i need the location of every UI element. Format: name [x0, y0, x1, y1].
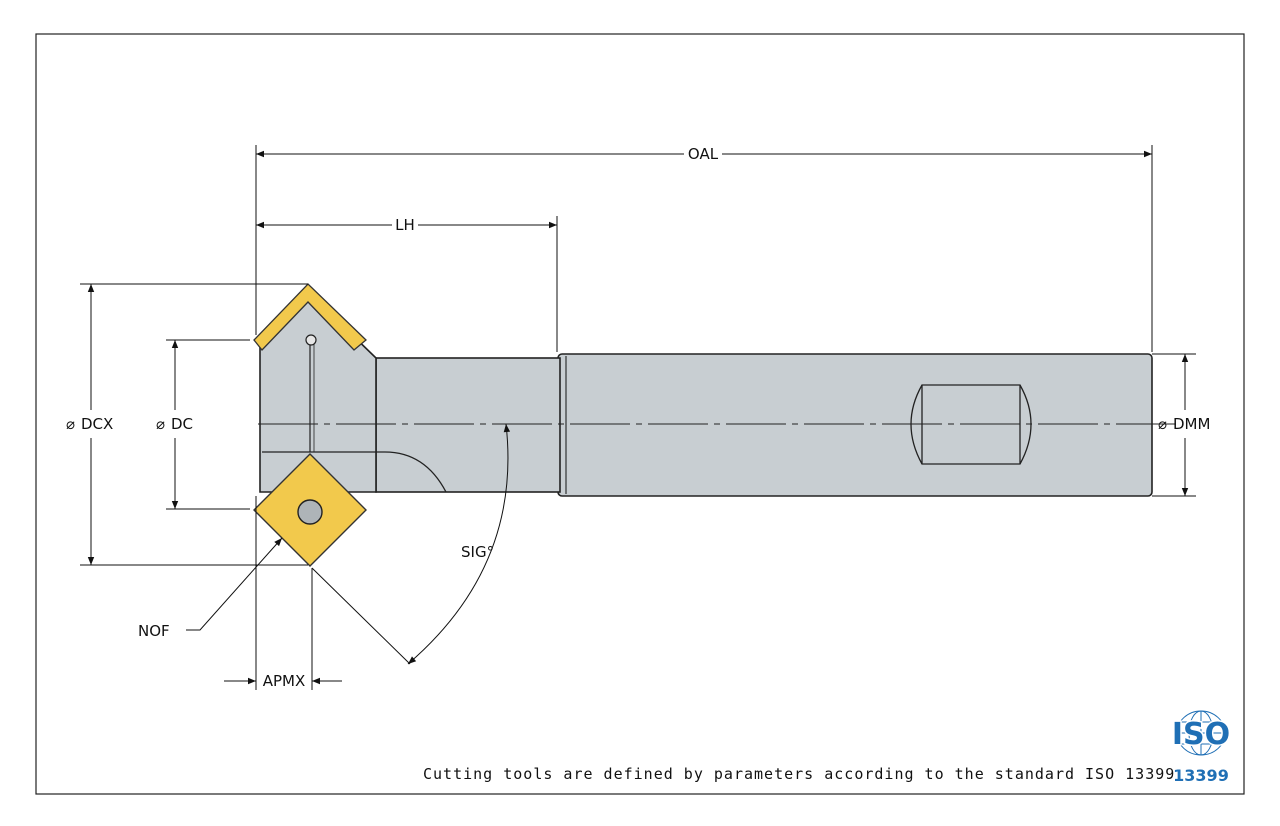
diameter-symbol: ⌀	[66, 415, 75, 433]
tool-body	[259, 290, 1153, 497]
neck	[375, 357, 561, 493]
globe-icon	[1176, 710, 1226, 756]
logo-number-text: 13399	[1173, 766, 1229, 785]
label-oal: OAL	[688, 145, 719, 163]
dimension-lh: LH	[256, 216, 558, 352]
dimension-dcx: ⌀ DCX	[66, 283, 308, 566]
dimension-oal: OAL	[255, 145, 1153, 352]
label-apmx: APMX	[263, 672, 306, 690]
label-dcx: DCX	[81, 415, 113, 433]
dimension-dmm: ⌀ DMM	[1152, 353, 1210, 497]
iso-13399-logo: ISO 13399	[1170, 710, 1232, 785]
label-dc: DC	[171, 415, 193, 433]
label-dmm: DMM	[1173, 415, 1210, 433]
label-lh: LH	[395, 216, 415, 234]
drawing-frame	[35, 33, 1245, 795]
label-sig: SIG°	[461, 543, 494, 561]
logo-iso-text: ISO	[1172, 717, 1230, 752]
diameter-symbol: ⌀	[156, 415, 165, 433]
label-nof: NOF	[138, 622, 170, 640]
dimension-nof: NOF	[138, 537, 283, 640]
shank	[557, 353, 1153, 497]
dimension-apmx: APMX	[224, 496, 342, 690]
dimension-sig: SIG°	[311, 423, 511, 665]
diameter-symbol: ⌀	[1158, 415, 1167, 433]
footer-note: Cutting tools are defined by parameters …	[423, 765, 1175, 783]
dimension-dc: ⌀ DC	[156, 339, 250, 510]
